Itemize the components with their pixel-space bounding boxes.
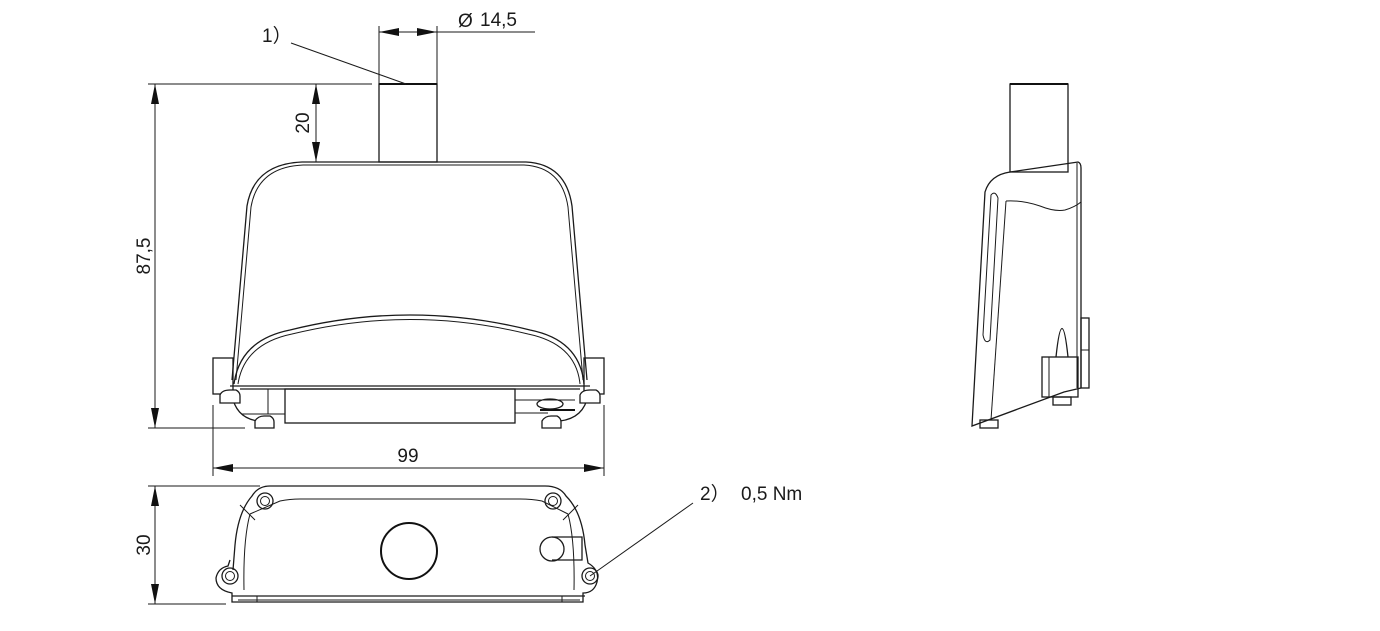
diameter-symbol: Ø	[458, 11, 473, 32]
dimension-width: 99	[212, 405, 605, 476]
housing-outline	[231, 161, 588, 381]
cable-entry-hole	[380, 522, 438, 580]
depth-value: 30	[134, 534, 155, 555]
dimension-depth: 30	[134, 485, 260, 605]
front-view	[212, 83, 605, 429]
total-height-value: 87,5	[134, 238, 155, 275]
dimension-total-height: 87,5	[134, 84, 245, 429]
annotation-note-1: 1）	[262, 25, 407, 85]
dimension-cable-diameter: Ø 14,5	[378, 10, 535, 84]
annotation-note-2: 2） 0,5 Nm	[589, 483, 802, 577]
torque-value: 0,5 Nm	[741, 484, 802, 505]
note-2-label: 2）	[700, 483, 730, 505]
bottom-view	[215, 485, 599, 603]
note-1-label: 1）	[262, 25, 292, 47]
width-value: 99	[397, 446, 418, 467]
diameter-value: 14,5	[480, 10, 517, 31]
cable-stub	[378, 83, 438, 163]
torque-screw	[581, 567, 599, 585]
cable-length-value: 20	[293, 112, 314, 133]
dimension-cable-length: 20	[148, 83, 372, 162]
side-view	[971, 83, 1090, 429]
